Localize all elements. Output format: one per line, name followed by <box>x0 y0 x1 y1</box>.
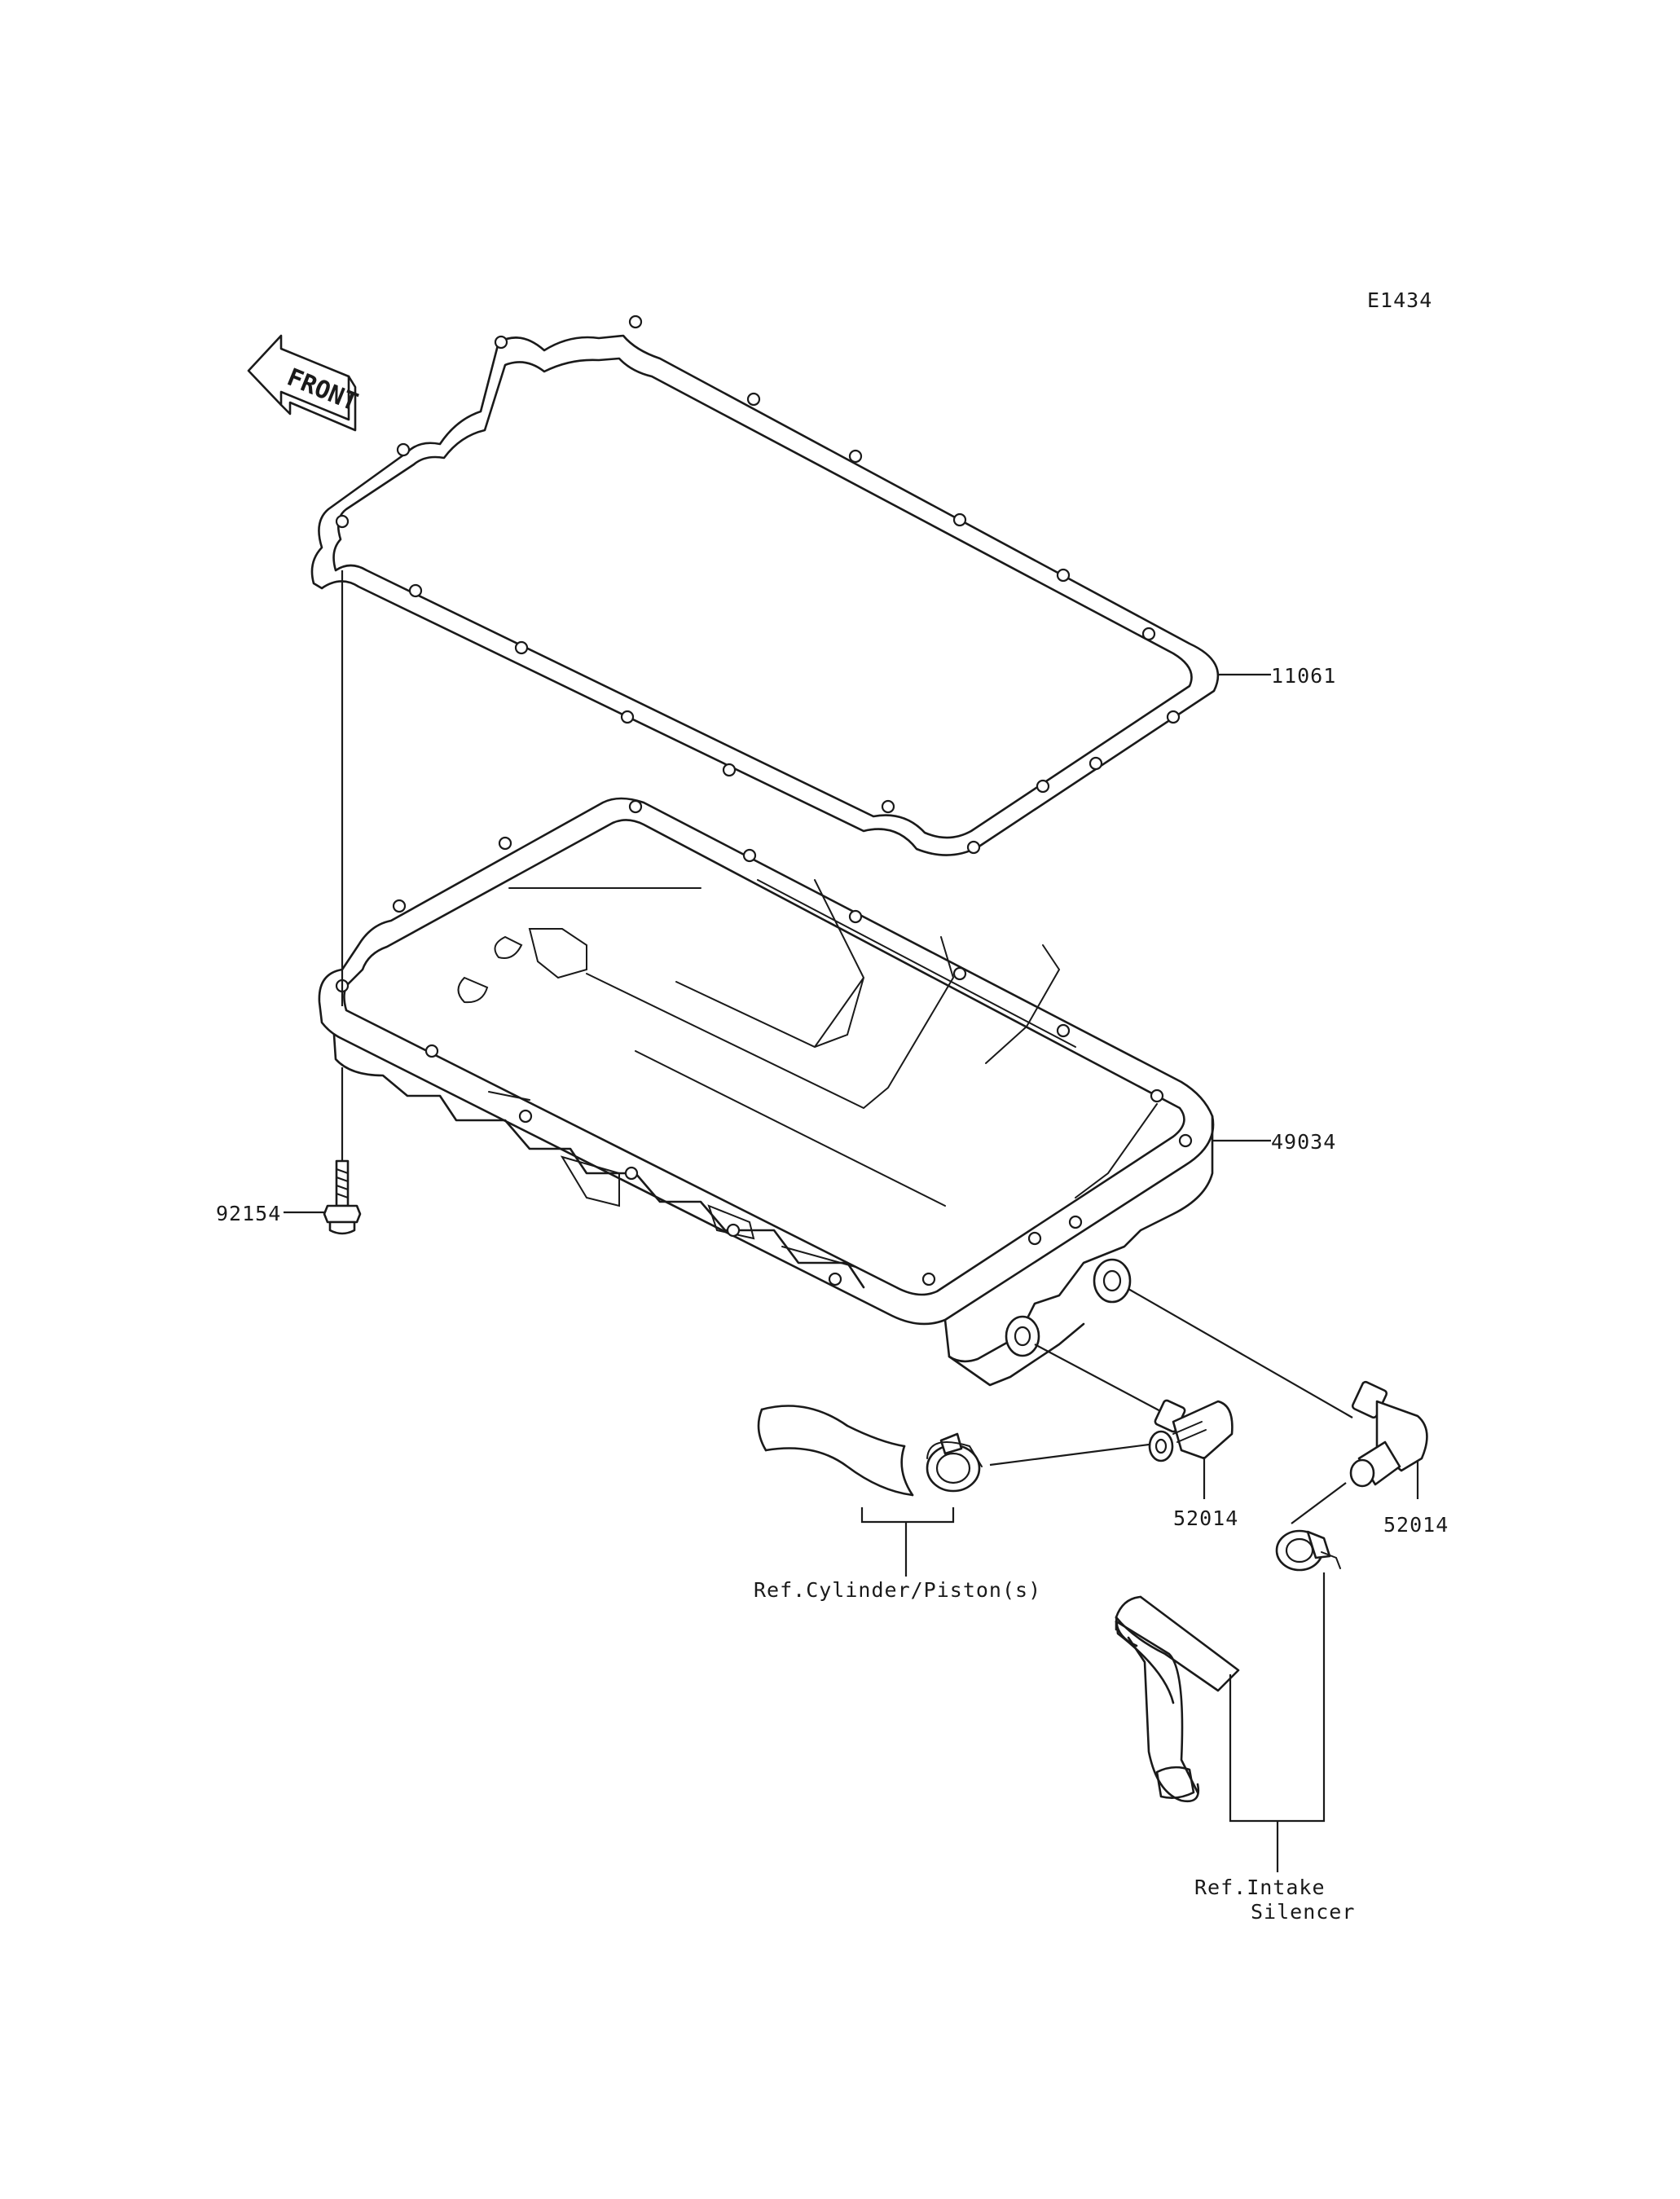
bolt-hole <box>518 1109 533 1124</box>
hose-cylinder-ref <box>757 1405 914 1497</box>
bolt-hole <box>1056 568 1071 583</box>
bolt-hole <box>620 710 635 724</box>
hose-clamp-left[interactable] <box>926 1432 983 1493</box>
fitting-52014-left[interactable] <box>1148 1399 1234 1462</box>
bolt-hole <box>1036 779 1050 794</box>
bolt-hole <box>722 763 737 777</box>
ref-intake-label-line2: Silencer <box>1251 1900 1355 1924</box>
bolt-92154[interactable] <box>323 1159 362 1235</box>
bolt-hole <box>424 1044 439 1058</box>
gasket-bolt-holes <box>335 314 1181 855</box>
bolt-hole <box>746 392 761 407</box>
bolt-hole <box>1141 627 1156 641</box>
gasket-11061[interactable] <box>310 314 1220 856</box>
part-number-oil-pan[interactable]: 49034 <box>1271 1130 1336 1154</box>
bolt-hole <box>628 314 643 329</box>
bolt-hole <box>494 335 508 350</box>
bolt-hole <box>396 442 411 457</box>
ref-cylinder-label: Ref.Cylinder/Piston(s) <box>754 1578 1041 1602</box>
bolt-hole <box>952 966 967 981</box>
connection-line-left <box>1034 1344 1166 1414</box>
oil-pan-bolt-holes <box>335 799 1193 1286</box>
bolt-hole <box>881 799 895 814</box>
bolt-hole <box>1166 710 1181 724</box>
bolt-hole <box>966 840 981 855</box>
connection-line-clamp-right <box>1291 1482 1347 1524</box>
bolt-shank <box>335 1159 350 1207</box>
hose-clamp-right[interactable] <box>1275 1529 1341 1572</box>
front-arrow-icon: FRONT <box>247 334 362 432</box>
bolt-hole <box>848 449 863 464</box>
bolt-hole <box>408 583 423 598</box>
bolt-hole <box>952 512 967 527</box>
connection-line-right <box>1128 1288 1353 1418</box>
bolt-hole <box>921 1272 936 1286</box>
part-number-bolt[interactable]: 92154 <box>216 1202 281 1225</box>
bolt-hole <box>1150 1089 1164 1103</box>
fitting-52014-right[interactable] <box>1349 1380 1428 1488</box>
bolt-hole <box>742 848 757 863</box>
bolt-head <box>328 1220 356 1235</box>
bolt-hole <box>1027 1231 1042 1246</box>
bolt-hole <box>498 836 512 851</box>
bolt-hole <box>828 1272 842 1286</box>
part-number-fitting-right[interactable]: 52014 <box>1383 1513 1449 1537</box>
bolt-hole <box>628 799 643 814</box>
ref-bracket-intake <box>1229 1572 1326 1872</box>
part-number-fitting-left[interactable]: 52014 <box>1173 1506 1238 1530</box>
oil-pan-49034[interactable] <box>318 797 1215 1387</box>
bolt-hole <box>624 1166 639 1181</box>
connection-line-hose <box>989 1442 1156 1467</box>
bolt-hole <box>514 640 529 655</box>
ref-intake-label-line1: Ref.Intake <box>1194 1876 1326 1899</box>
diagram-code: E1434 <box>1367 288 1432 312</box>
part-number-gasket[interactable]: 11061 <box>1271 664 1336 688</box>
bolt-hole <box>392 899 407 913</box>
bolt-hole <box>1056 1023 1071 1038</box>
bolt-hole <box>1178 1133 1193 1148</box>
bolt-hole <box>726 1223 741 1238</box>
ref-bracket-cylinder <box>860 1507 955 1577</box>
bolt-flange <box>323 1204 362 1224</box>
bolt-hole <box>1088 756 1103 771</box>
bolt-hole <box>1068 1215 1083 1229</box>
y-hose-intake-ref <box>1115 1595 1240 1803</box>
bolt-hole <box>335 514 350 529</box>
bolt-hole <box>848 909 863 924</box>
